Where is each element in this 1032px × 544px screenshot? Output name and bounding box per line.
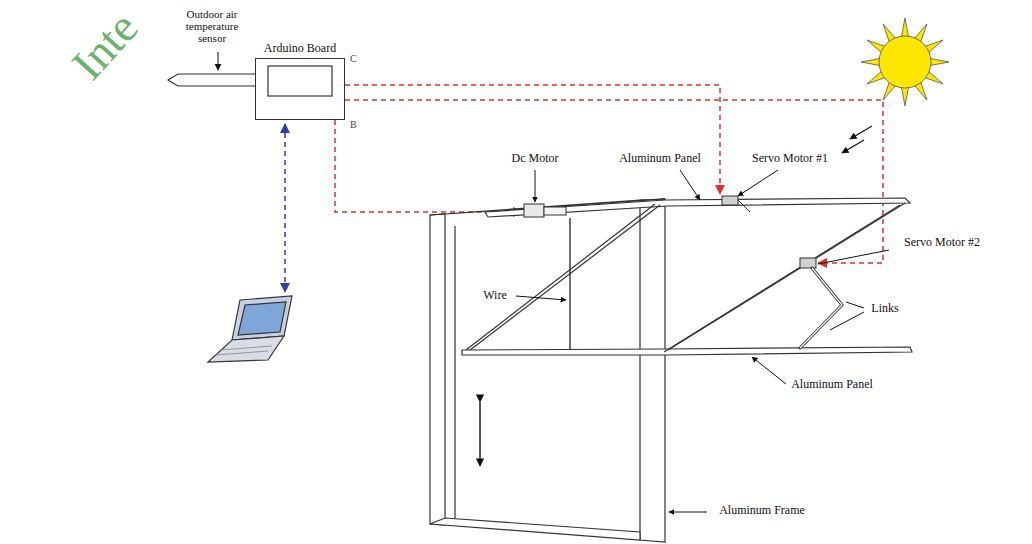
servo-motor (722, 196, 816, 268)
motion-arrow (479, 402, 480, 466)
temperature-probe (168, 52, 255, 86)
controller-board: Arduino Board (255, 58, 345, 120)
part-label: Dc Motor (512, 152, 559, 165)
part-label: Aluminum Frame (719, 504, 805, 517)
strut (466, 203, 905, 352)
control-wire (335, 85, 883, 263)
pin-label: B (350, 118, 357, 131)
part-label: Servo Motor #1 (752, 152, 828, 165)
sun-icon (861, 18, 949, 106)
link-arm (800, 268, 842, 348)
watermark: Inte (63, 3, 147, 88)
part-label: Wire (483, 289, 507, 302)
part-label: Servo Motor #2 (904, 236, 980, 249)
aluminum-panel (462, 198, 912, 355)
sunlight-arrow (842, 126, 872, 153)
aluminum-frame (430, 199, 665, 542)
sensor-label: Outdoor air temperature sensor (177, 8, 247, 44)
laptop-icon (208, 296, 292, 362)
leader-line (516, 170, 889, 512)
lift-wire (569, 218, 570, 350)
dc-motor (524, 204, 566, 217)
pin-label: C (350, 52, 357, 65)
part-label: Aluminum Panel (619, 152, 701, 165)
part-label: Aluminum Panel (791, 378, 873, 391)
link-arm-core (800, 268, 842, 348)
data-link (284, 124, 286, 292)
arduino-screen (268, 66, 332, 96)
board-name: Arduino Board (264, 42, 336, 55)
part-label: Links (871, 302, 898, 315)
